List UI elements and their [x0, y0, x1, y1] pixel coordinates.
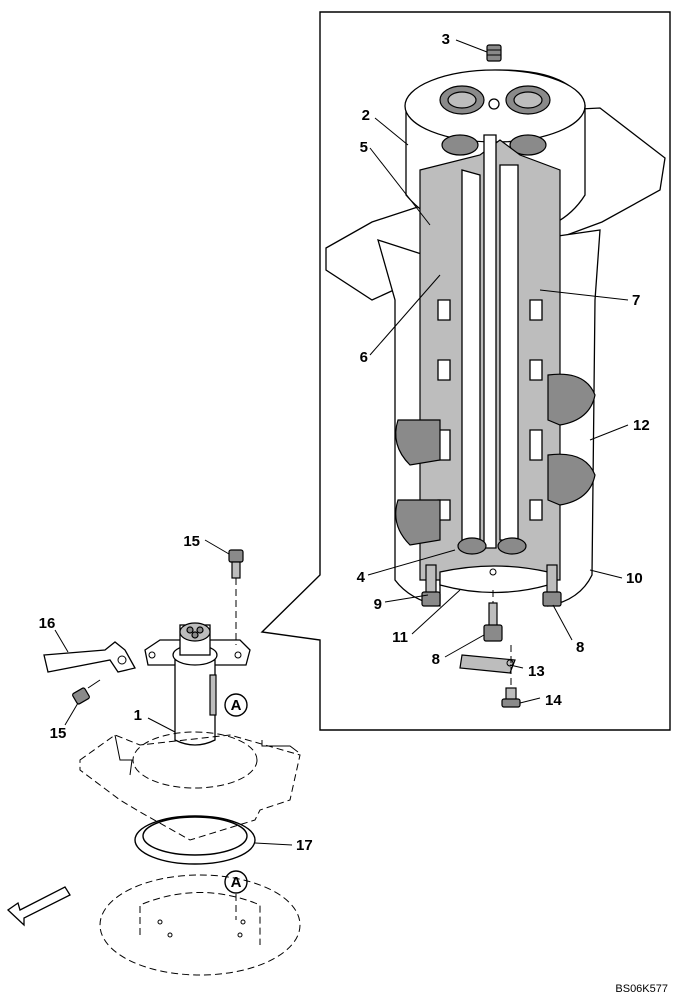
reference-mark-a-lower: A: [224, 870, 248, 920]
bolt-part-15-top: [228, 549, 244, 645]
callout-1: 1: [134, 707, 142, 724]
upper-frame-outline: [79, 731, 301, 841]
callout-8-bottom: 8: [432, 651, 440, 668]
forward-direction-arrow: [6, 886, 71, 927]
reference-mark-a-upper: A: [224, 693, 248, 717]
callout-2: 2: [362, 107, 370, 124]
ring-part-17: [134, 815, 256, 865]
callout-9: 9: [374, 596, 382, 613]
ref-a-text: A: [231, 697, 242, 714]
callout-16: 16: [39, 615, 56, 632]
leader-lines: [54, 39, 629, 846]
stopper-plate-part-13: [459, 654, 516, 674]
bolt-part-15-left: [72, 679, 101, 705]
detail-frame: [260, 11, 671, 731]
callout-7: 7: [632, 292, 640, 309]
callout-12: 12: [633, 417, 650, 434]
callout-3: 3: [442, 31, 450, 48]
plug-part-3: [486, 44, 502, 62]
callout-10: 10: [626, 570, 643, 587]
callout-15-top: 15: [183, 533, 200, 550]
callout-13: 13: [528, 663, 545, 680]
bracket-part-16: [43, 641, 136, 673]
cover-bolt-right: [542, 564, 562, 607]
callout-labels: 3 2 5 7 6 12 4 10 9 8 11 8 13 14 15 16 1…: [39, 31, 650, 854]
callout-17: 17: [296, 837, 313, 854]
swivel-joint-body: [325, 69, 666, 607]
callout-6: 6: [360, 349, 368, 366]
callout-14: 14: [545, 692, 562, 709]
bolt-part-8: [483, 590, 503, 642]
callout-8-right: 8: [576, 639, 584, 656]
swivel-assembly-part-1: [144, 622, 251, 746]
callout-4: 4: [357, 569, 366, 586]
callout-15-left: 15: [50, 725, 67, 742]
drawing-code: BS06K577: [615, 983, 668, 995]
screw-part-14: [501, 645, 521, 708]
ref-a-text: A: [231, 874, 242, 891]
lower-frame-outline: [99, 874, 301, 976]
callout-11: 11: [392, 629, 408, 646]
callout-5: 5: [360, 139, 368, 156]
